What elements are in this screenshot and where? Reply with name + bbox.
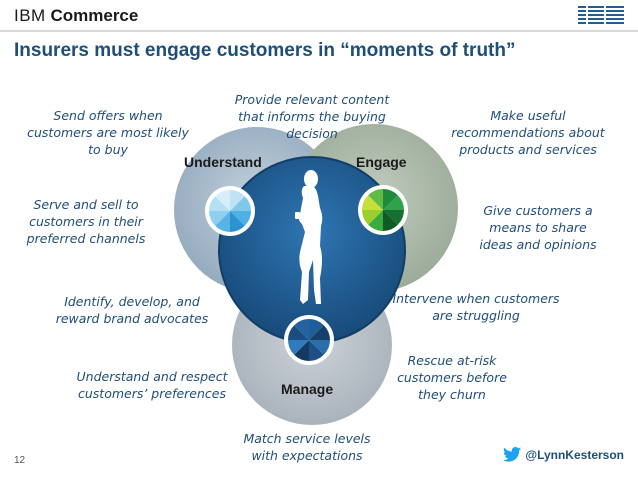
twitter-credit: @LynnKesterson: [503, 447, 624, 462]
note-service-levels: Match service levels with expectations: [243, 431, 371, 463]
note-share-ideas: Give customers a means to share ideas an…: [479, 203, 597, 252]
page-title: Insurers must engage customers in “momen…: [14, 40, 516, 61]
engage-label: Engage: [356, 154, 407, 170]
brand-name: Commerce: [50, 6, 139, 25]
note-rescue: Rescue at-risk customers before they chu…: [397, 353, 507, 402]
note-serve-sell: Serve and sell to customers in their pre…: [26, 197, 146, 246]
note-understand-preferences: Understand and respect customers’ prefer…: [76, 369, 228, 401]
twitter-bird-icon: [503, 447, 522, 462]
note-relevant-content: Provide relevant content that informs th…: [234, 92, 390, 141]
page-number: 12: [14, 455, 26, 466]
ibm-logo-icon: [578, 6, 624, 24]
note-recommendations: Make useful recommendations about produc…: [451, 108, 605, 157]
brand: IBM Commerce: [14, 6, 138, 26]
manage-pinwheel-icon: [284, 315, 334, 365]
twitter-handle: @LynnKesterson: [525, 447, 624, 462]
note-intervene: Intervene when customers are struggling: [392, 291, 560, 323]
manage-label: Manage: [281, 381, 334, 397]
woman-silhouette-icon: [295, 170, 323, 304]
note-send-offers: Send offers when customers are most like…: [27, 108, 189, 157]
understand-pinwheel-icon: [205, 186, 255, 236]
note-identify: Identify, develop, and reward brand advo…: [55, 294, 209, 326]
brand-prefix: IBM: [14, 6, 46, 25]
understand-label: Understand: [184, 154, 262, 170]
engage-pinwheel-icon: [358, 185, 408, 235]
header-bar: IBM Commerce: [0, 0, 638, 30]
header-divider: [0, 30, 638, 32]
